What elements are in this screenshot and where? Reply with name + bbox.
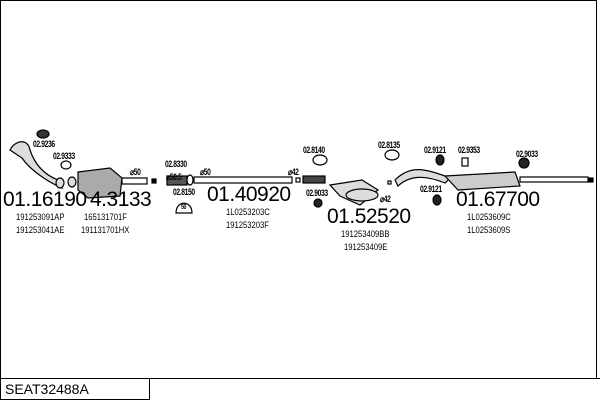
hanger-2 — [384, 149, 400, 161]
rear-pipe — [394, 169, 452, 187]
accessory-label: 02.9121 — [420, 184, 442, 194]
oe-reference: 1L0253609S — [467, 225, 511, 235]
accessory-label: 02.9033 — [516, 149, 538, 159]
front-pipe — [9, 141, 64, 190]
oe-reference: 191131701HX — [81, 225, 130, 235]
ring-1 — [60, 160, 72, 170]
accessory-label: 02.8140 — [303, 145, 325, 155]
sleeve — [302, 175, 326, 184]
oe-reference: 191253041AE — [16, 225, 65, 235]
accessory-label: 02.8150 — [173, 187, 195, 197]
oe-reference: 191253203F — [226, 220, 269, 230]
accessory-label: 02.9121 — [424, 145, 446, 155]
bracket — [461, 157, 469, 167]
part-number: 01.52520 — [327, 205, 411, 228]
pipe — [121, 177, 148, 185]
oe-reference: 1L0253203C — [226, 207, 270, 217]
diameter-label: ⌀50.5 — [166, 172, 182, 182]
oe-reference: 191253409BB — [341, 229, 390, 239]
rubber-mount — [435, 154, 445, 166]
diameter-label: ⌀50 — [200, 167, 211, 177]
connector — [295, 177, 301, 183]
flange — [55, 177, 65, 189]
oe-reference: 191253091AP — [16, 212, 65, 222]
catalytic-converter — [77, 167, 123, 199]
ring-2 — [313, 198, 323, 208]
tail-pipe — [519, 176, 589, 183]
oe-reference: 165131701F — [84, 212, 127, 222]
diagram-frame — [0, 0, 597, 378]
connector — [387, 180, 392, 185]
gasket-1 — [36, 129, 50, 139]
hanger-1 — [312, 154, 328, 166]
accessory-label: 02.8135 — [378, 140, 400, 150]
accessory-label: 02.9333 — [53, 151, 75, 161]
oe-reference: 191253409E — [344, 242, 388, 252]
clamp-size: 50 — [181, 204, 187, 211]
part-number: 01.67700 — [456, 188, 540, 211]
rear-silencer — [443, 171, 521, 191]
part-number: 01.16190 — [3, 188, 87, 211]
rubber-mount — [518, 157, 530, 169]
oe-reference: 1L0253609C — [467, 212, 511, 222]
accessory-label: 02.8330 — [165, 159, 187, 169]
rubber-mount — [432, 194, 442, 206]
accessory-label: 02.9033 — [306, 188, 328, 198]
connector — [588, 177, 594, 183]
diameter-label: ⌀50 — [130, 167, 141, 177]
flange — [67, 176, 77, 188]
part-number: 01.40920 — [207, 183, 291, 206]
accessory-label: 02.9353 — [458, 145, 480, 155]
accessory-label: 02.9236 — [33, 139, 55, 149]
pipe — [193, 176, 293, 184]
clamp — [175, 202, 193, 214]
connector — [151, 178, 157, 184]
diameter-label: ⌀42 — [380, 194, 391, 204]
part-number: 4.3133 — [90, 188, 152, 211]
divider — [150, 378, 600, 379]
diameter-label: ⌀42 — [288, 167, 299, 177]
